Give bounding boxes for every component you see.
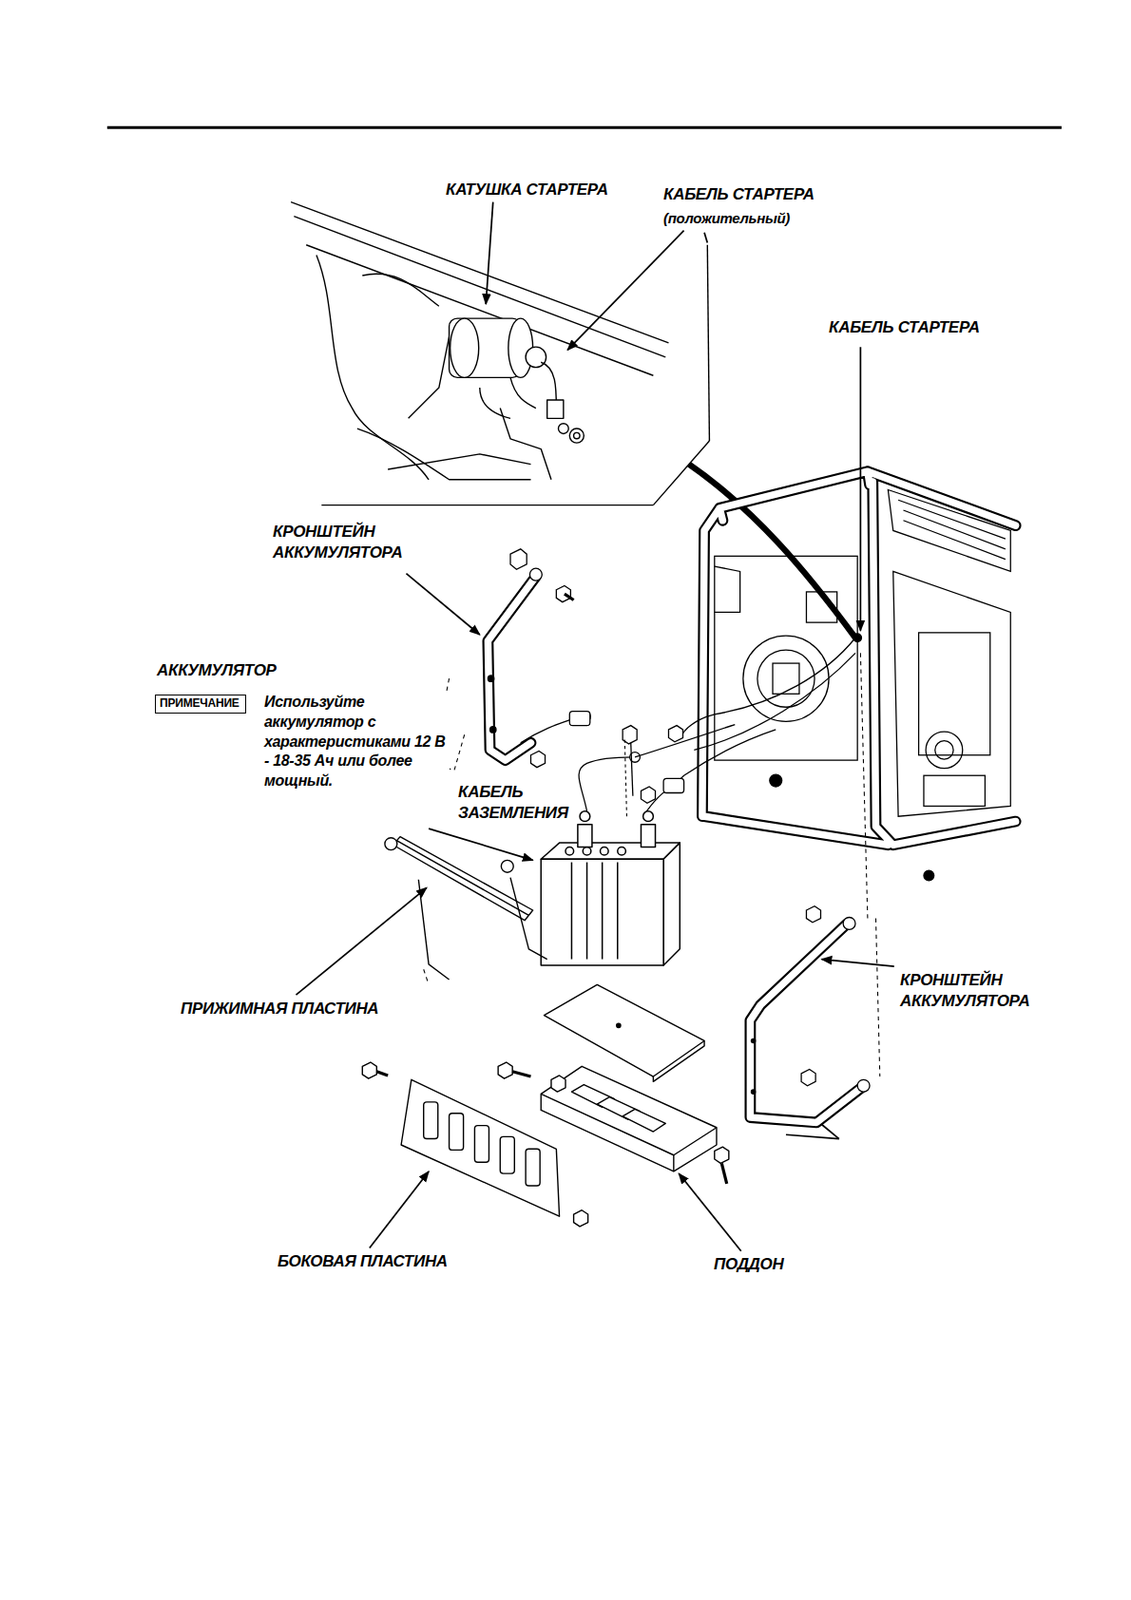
note-badge-text: ПРИМЕЧАНИЕ xyxy=(159,696,242,710)
part-note: (положительный) xyxy=(661,209,792,229)
part-label: ПРИЖИМНАЯ ПЛАСТИНА xyxy=(178,998,381,1020)
part-label: КАБЕЛЬ ЗАЗЕМЛЕНИЯ xyxy=(456,782,571,825)
part-label: КАБЕЛЬ СТАРТЕРА xyxy=(661,184,817,206)
part-label: КРОНШТЕЙН АККУМУЛЯТОРА xyxy=(270,521,405,564)
part-label: ПОДДОН xyxy=(711,1254,786,1276)
part-label: КАБЕЛЬ СТАРТЕРА xyxy=(826,317,982,339)
note-text: Используйте аккумулятор с характеристика… xyxy=(262,692,450,792)
part-label: КРОНШТЕЙН АККУМУЛЯТОРА xyxy=(898,970,1033,1013)
part-label: АККУМУЛЯТОР xyxy=(154,660,279,682)
part-label: КАТУШКА СТАРТЕРА xyxy=(443,179,611,201)
note-badge: ПРИМЕЧАНИЕ xyxy=(154,694,247,714)
part-label: БОКОВАЯ ПЛАСТИНА xyxy=(275,1251,450,1273)
